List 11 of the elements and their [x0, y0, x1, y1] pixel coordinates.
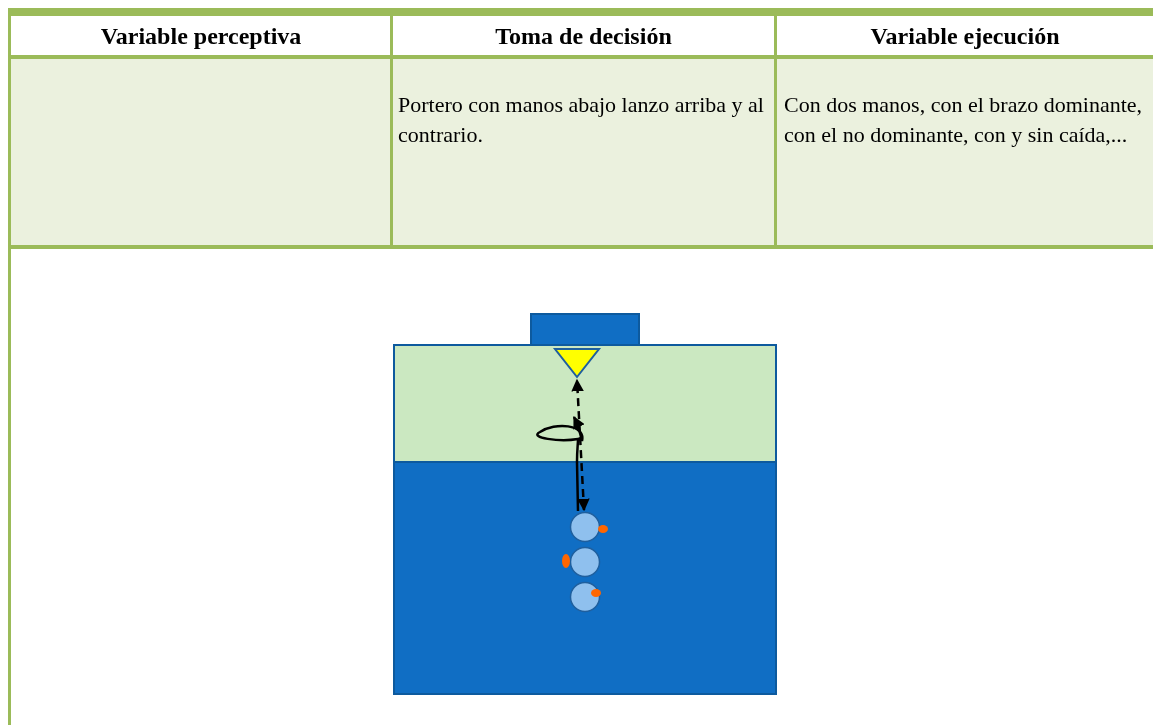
- player-marker: [569, 581, 601, 613]
- goalkeeper-triangle: [552, 348, 602, 379]
- arrow: [536, 415, 585, 512]
- column-header: Variable perceptiva: [100, 23, 302, 49]
- player-marker: [562, 546, 601, 578]
- column-header: Variable ejecución: [870, 23, 1060, 49]
- table-cell-text: Con dos manos, con el brazo dominante, con el no dominante, con y sin caída,...: [784, 92, 1143, 147]
- column-header: Toma de decisión: [495, 23, 672, 49]
- arrow: [571, 378, 590, 512]
- player-marker: [569, 511, 608, 543]
- table-cell-text: Portero con manos abajo lanzo arriba y al contrario.: [398, 92, 764, 147]
